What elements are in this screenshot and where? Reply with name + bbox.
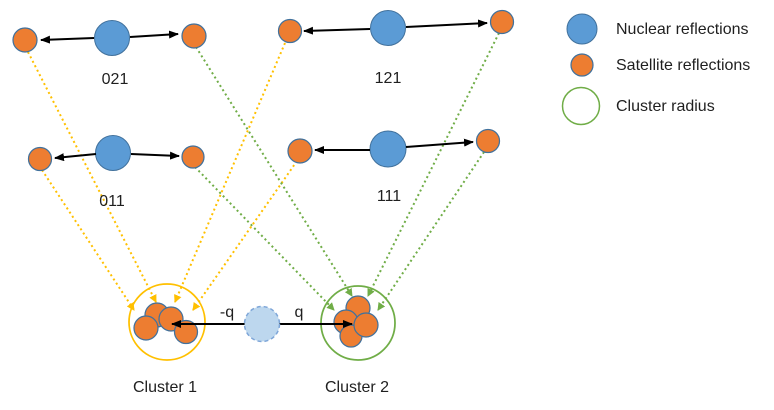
cluster-1: Cluster 1 [128, 283, 206, 396]
reflection-group-111: 111 [287, 128, 501, 205]
modulation-center: -q q [171, 304, 353, 343]
nuclear-circle-icon [566, 13, 598, 45]
dotted-arrow-121-right-to-cluster2 [367, 32, 500, 297]
minus-q-label: -q [220, 304, 234, 321]
satellite-reflection-021-left [12, 27, 38, 53]
cluster1-satellite-2 [133, 315, 159, 341]
dotted-arrow-121-left-to-cluster1 [174, 42, 286, 303]
dotted-arrow-011-right-to-cluster2 [194, 166, 335, 311]
group-label-111: 111 [377, 188, 401, 205]
dotted-arrow-111-right-to-cluster2 [377, 151, 485, 311]
reflection-group-011: 011 [27, 135, 205, 210]
q-vector-arrow-011-right [130, 151, 180, 160]
legend-label-nuclear: Nuclear reflections [616, 21, 749, 38]
dotted-arrow-021-right-to-cluster2 [195, 46, 353, 297]
satellite-circle-icon [570, 53, 594, 77]
satellite-reflection-111-right [475, 128, 501, 154]
satellite-reflection-011-left [27, 146, 53, 172]
satellite-reflection-111-left [287, 138, 313, 164]
reflection-group-121: 121 [277, 9, 515, 87]
q-vector-arrow-021-right [129, 30, 179, 39]
reflection-group-021: 021 [12, 20, 207, 88]
group-label-011: 011 [99, 193, 125, 210]
q-vector-arrow-021-left [40, 35, 95, 44]
q-vector-arrow-121-left [303, 26, 371, 35]
cluster1-label: Cluster 1 [133, 379, 197, 396]
nuclear-reflection-011 [95, 135, 131, 171]
q-vector-arrow-121-right [405, 19, 488, 28]
group-label-021: 021 [102, 71, 129, 88]
q-vector-arrow-111-right [405, 138, 474, 148]
cluster1-radius-circle [128, 283, 206, 361]
satellite-reflection-121-right [489, 9, 515, 35]
dotted-arrow-021-left-to-cluster1 [27, 51, 157, 303]
plus-q-label: q [295, 304, 304, 321]
virtual-nuclear-position-circle [243, 305, 281, 343]
dotted-arrow-011-left-to-cluster1 [41, 169, 135, 311]
nuclear-reflection-021 [94, 20, 130, 56]
satellite-reflection-121-left [277, 18, 303, 44]
satellite-reflection-011-right [181, 145, 205, 169]
legend-label-cluster-radius: Cluster radius [616, 98, 715, 115]
cluster-radius-circle-icon [561, 86, 601, 126]
legend-label-satellite: Satellite reflections [616, 57, 750, 74]
nuclear-reflection-111 [369, 130, 407, 168]
group-label-121: 121 [375, 70, 402, 87]
cluster2-satellite-4 [353, 312, 379, 338]
satellite-reflection-021-right [181, 23, 207, 49]
dotted-arrow-111-left-to-cluster1 [192, 160, 298, 311]
q-vector-arrow-011-left [54, 153, 97, 162]
cluster-2: Cluster 2 [320, 285, 396, 396]
legend: Nuclear reflections Satellite reflection… [561, 13, 750, 126]
nuclear-reflection-121 [370, 10, 406, 46]
cluster2-label: Cluster 2 [325, 379, 389, 396]
